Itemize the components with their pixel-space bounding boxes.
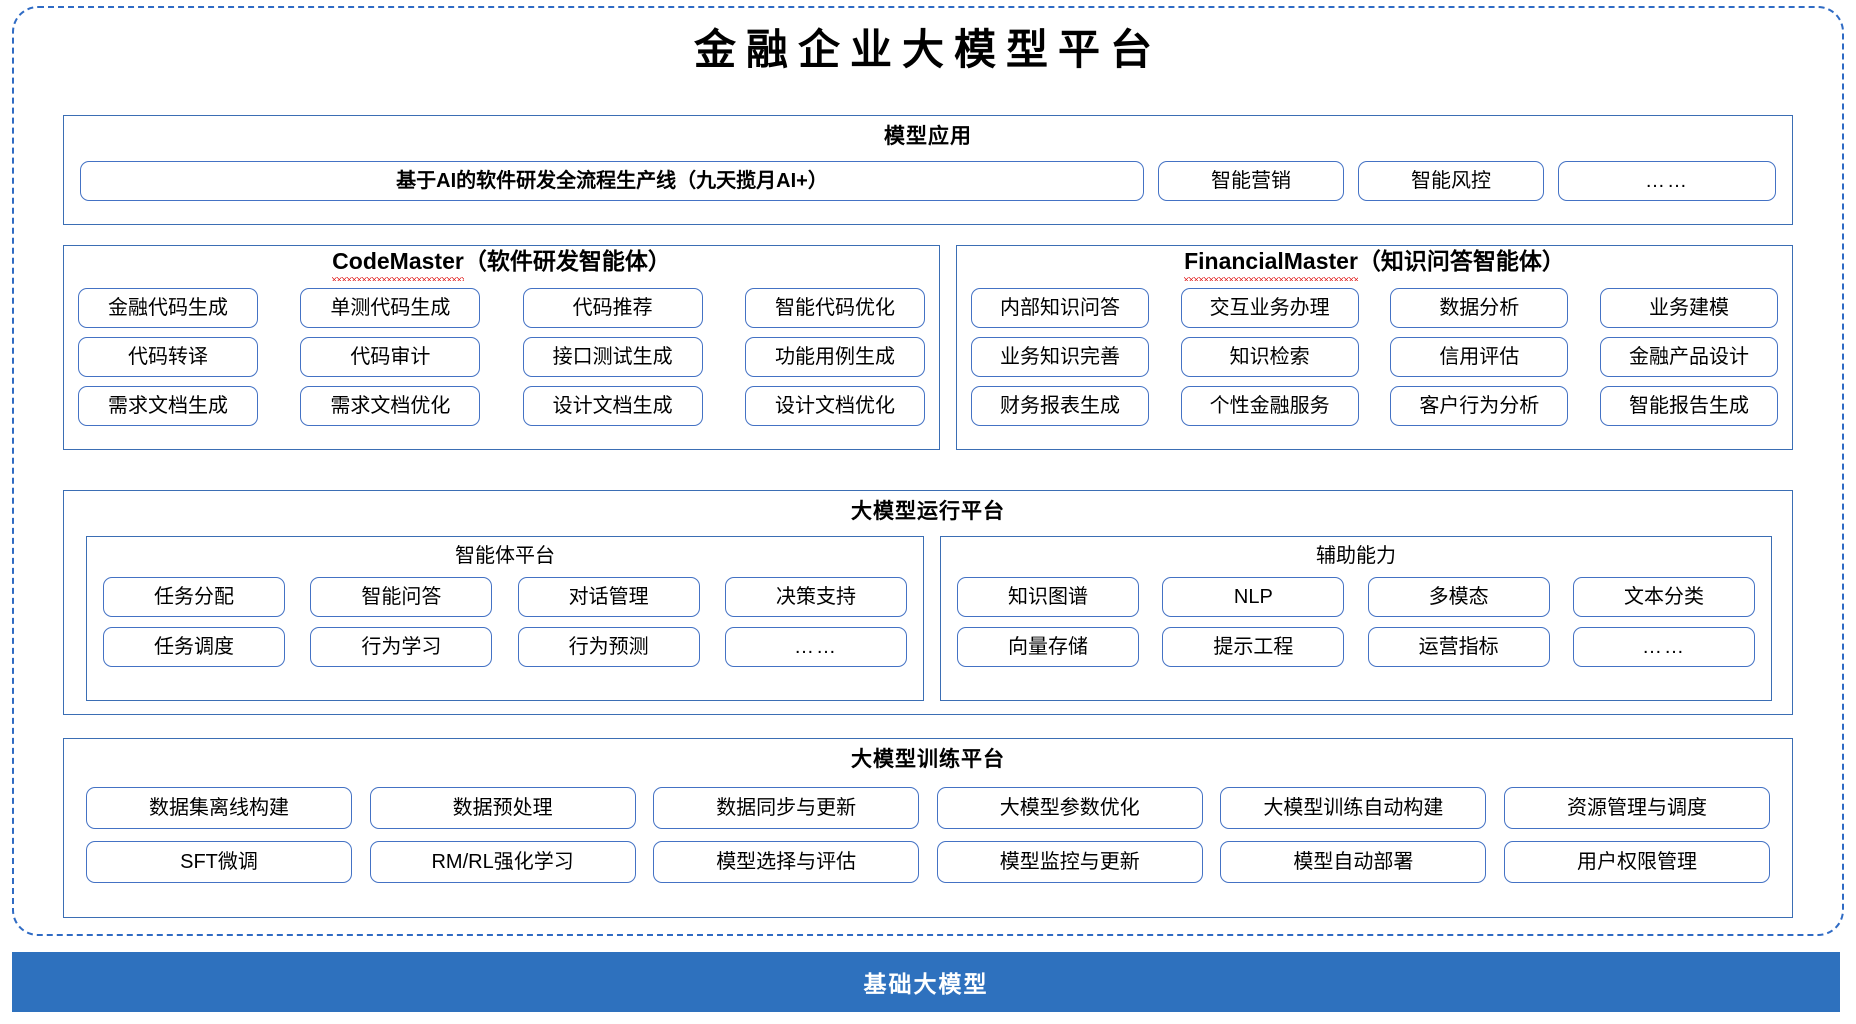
page-title: 金融企业大模型平台 [693, 28, 1162, 74]
code-master-item[interactable]: 接口测试生成 [522, 337, 703, 377]
application-pill-smart-marketing[interactable]: 智能营销 [1158, 161, 1344, 201]
application-pill-row: 基于AI的软件研发全流程生产线（九天揽月AI+） 智能营销 智能风控 …… [80, 161, 1776, 201]
assist-ability-item-more[interactable]: …… [1572, 627, 1755, 667]
financial-master-suffix: （知识问答智能体） [1357, 248, 1565, 274]
financial-master-name: FinancialMaster [1184, 246, 1358, 281]
train-platform-item[interactable]: 数据同步与更新 [653, 787, 920, 829]
train-platform-item[interactable]: 模型自动部署 [1220, 841, 1487, 883]
agent-platform-row: 任务分配 智能问答 对话管理 决策支持 [103, 577, 907, 617]
code-master-item[interactable]: 代码审计 [300, 337, 481, 377]
code-master-name: CodeMaster [332, 246, 464, 281]
financial-master-grid: 内部知识问答 交互业务办理 数据分析 业务建模 业务知识完善 知识检索 信用评估… [971, 288, 1778, 426]
train-platform-item[interactable]: 模型选择与评估 [653, 841, 920, 883]
code-master-suffix: （软件研发智能体） [463, 248, 671, 274]
assist-ability-item[interactable]: 多模态 [1367, 577, 1550, 617]
section-title-train-platform: 大模型训练平台 [851, 748, 1005, 771]
agent-platform-item-more[interactable]: …… [724, 627, 907, 667]
code-master-item[interactable]: 代码转译 [78, 337, 258, 377]
financial-master-row: 业务知识完善 知识检索 信用评估 金融产品设计 [971, 337, 1778, 377]
code-master-grid: 金融代码生成 单测代码生成 代码推荐 智能代码优化 代码转译 代码审计 接口测试… [78, 288, 925, 426]
financial-master-item[interactable]: 个性金融服务 [1180, 386, 1359, 426]
application-pill-smart-risk-control[interactable]: 智能风控 [1358, 161, 1544, 201]
agent-platform-item[interactable]: 决策支持 [724, 577, 907, 617]
code-master-row: 金融代码生成 单测代码生成 代码推荐 智能代码优化 [78, 288, 925, 328]
agent-platform-item[interactable]: 对话管理 [517, 577, 700, 617]
code-master-item[interactable]: 设计文档生成 [522, 386, 703, 426]
train-platform-row: 数据集离线构建 数据预处理 数据同步与更新 大模型参数优化 大模型训练自动构建 … [86, 787, 1770, 829]
train-platform-item[interactable]: 用户权限管理 [1503, 841, 1770, 883]
financial-master-item[interactable]: 数据分析 [1390, 288, 1569, 328]
assist-ability-item[interactable]: NLP [1162, 577, 1345, 617]
financial-master-item[interactable]: 交互业务办理 [1180, 288, 1359, 328]
assist-ability-item[interactable]: 文本分类 [1572, 577, 1755, 617]
code-master-item[interactable]: 需求文档生成 [78, 386, 258, 426]
subsection-title-agent-platform: 智能体平台 [455, 545, 555, 567]
train-platform-item[interactable]: 大模型参数优化 [936, 787, 1203, 829]
financial-master-item[interactable]: 金融产品设计 [1599, 337, 1778, 377]
train-platform-item[interactable]: 数据集离线构建 [86, 787, 352, 829]
code-master-item[interactable]: 智能代码优化 [744, 288, 925, 328]
subsection-title-assist-ability: 辅助能力 [1316, 545, 1396, 567]
code-master-item[interactable]: 功能用例生成 [744, 337, 925, 377]
code-master-item[interactable]: 设计文档优化 [744, 386, 925, 426]
train-platform-item[interactable]: RM/RL强化学习 [369, 841, 636, 883]
assist-ability-grid: 知识图谱 NLP 多模态 文本分类 向量存储 提示工程 运营指标 …… [957, 577, 1755, 667]
code-master-item[interactable]: 代码推荐 [522, 288, 703, 328]
agent-platform-item[interactable]: 任务调度 [103, 627, 285, 667]
financial-master-row: 财务报表生成 个性金融服务 客户行为分析 智能报告生成 [971, 386, 1778, 426]
financial-master-item[interactable]: 客户行为分析 [1390, 386, 1569, 426]
agent-platform-item[interactable]: 行为学习 [310, 627, 493, 667]
agent-platform-row: 任务调度 行为学习 行为预测 …… [103, 627, 907, 667]
application-pill-more[interactable]: …… [1558, 161, 1776, 201]
agent-platform-item[interactable]: 行为预测 [517, 627, 700, 667]
section-code-master: CodeMaster（软件研发智能体） 金融代码生成 单测代码生成 代码推荐 智… [63, 245, 940, 450]
assist-ability-item[interactable]: 运营指标 [1367, 627, 1550, 667]
train-platform-grid: 数据集离线构建 数据预处理 数据同步与更新 大模型参数优化 大模型训练自动构建 … [86, 787, 1770, 883]
application-flagship-pill[interactable]: 基于AI的软件研发全流程生产线（九天揽月AI+） [80, 161, 1144, 201]
agent-platform-item[interactable]: 任务分配 [103, 577, 285, 617]
financial-master-item[interactable]: 业务知识完善 [971, 337, 1149, 377]
train-platform-item[interactable]: 模型监控与更新 [936, 841, 1203, 883]
section-title-run-platform: 大模型运行平台 [851, 500, 1005, 523]
section-model-applications: 模型应用 基于AI的软件研发全流程生产线（九天揽月AI+） 智能营销 智能风控 … [63, 115, 1793, 225]
base-model-bar: 基础大模型 [12, 952, 1840, 1012]
assist-ability-item[interactable]: 向量存储 [957, 627, 1139, 667]
assist-ability-item[interactable]: 提示工程 [1162, 627, 1345, 667]
base-model-label: 基础大模型 [863, 971, 989, 997]
section-run-platform: 大模型运行平台 智能体平台 任务分配 智能问答 对话管理 决策支持 任务调度 行… [63, 490, 1793, 715]
financial-master-item[interactable]: 内部知识问答 [971, 288, 1149, 328]
subsection-assist-ability: 辅助能力 知识图谱 NLP 多模态 文本分类 向量存储 提示工程 运营指标 …… [940, 536, 1772, 701]
code-master-row: 需求文档生成 需求文档优化 设计文档生成 设计文档优化 [78, 386, 925, 426]
agent-platform-grid: 任务分配 智能问答 对话管理 决策支持 任务调度 行为学习 行为预测 …… [103, 577, 907, 667]
section-train-platform: 大模型训练平台 数据集离线构建 数据预处理 数据同步与更新 大模型参数优化 大模… [63, 738, 1793, 918]
code-master-item[interactable]: 单测代码生成 [300, 288, 481, 328]
financial-master-item[interactable]: 信用评估 [1390, 337, 1569, 377]
financial-master-item[interactable]: 智能报告生成 [1599, 386, 1778, 426]
financial-master-item[interactable]: 财务报表生成 [971, 386, 1149, 426]
section-title-code-master: CodeMaster（软件研发智能体） [64, 246, 939, 281]
train-platform-item[interactable]: 大模型训练自动构建 [1220, 787, 1487, 829]
code-master-item[interactable]: 金融代码生成 [78, 288, 258, 328]
section-financial-master: FinancialMaster（知识问答智能体） 内部知识问答 交互业务办理 数… [956, 245, 1793, 450]
code-master-item[interactable]: 需求文档优化 [300, 386, 481, 426]
subsection-agent-platform: 智能体平台 任务分配 智能问答 对话管理 决策支持 任务调度 行为学习 行为预测… [86, 536, 924, 701]
train-platform-item[interactable]: SFT微调 [86, 841, 352, 883]
assist-ability-item[interactable]: 知识图谱 [957, 577, 1139, 617]
section-title-model-applications: 模型应用 [884, 125, 972, 148]
assist-ability-row: 知识图谱 NLP 多模态 文本分类 [957, 577, 1755, 617]
financial-master-item[interactable]: 知识检索 [1180, 337, 1359, 377]
agent-platform-item[interactable]: 智能问答 [310, 577, 493, 617]
assist-ability-row: 向量存储 提示工程 运营指标 …… [957, 627, 1755, 667]
code-master-row: 代码转译 代码审计 接口测试生成 功能用例生成 [78, 337, 925, 377]
train-platform-item[interactable]: 数据预处理 [369, 787, 636, 829]
financial-master-item[interactable]: 业务建模 [1599, 288, 1778, 328]
financial-master-row: 内部知识问答 交互业务办理 数据分析 业务建模 [971, 288, 1778, 328]
section-title-financial-master: FinancialMaster（知识问答智能体） [957, 246, 1792, 281]
train-platform-row: SFT微调 RM/RL强化学习 模型选择与评估 模型监控与更新 模型自动部署 用… [86, 841, 1770, 883]
train-platform-item[interactable]: 资源管理与调度 [1503, 787, 1770, 829]
